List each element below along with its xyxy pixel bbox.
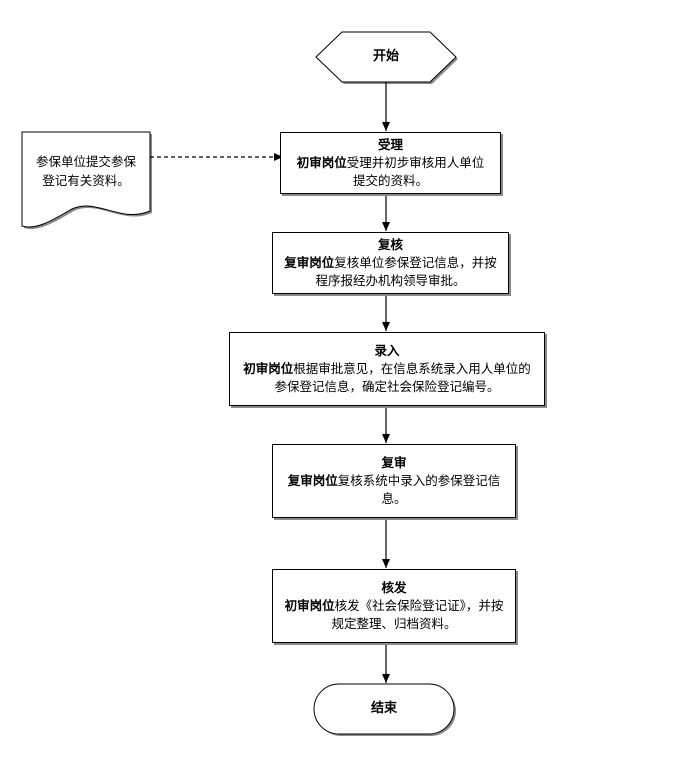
step-accept: 受理 初审岗位受理并初步审核用人单位提交的资料。 [280, 132, 501, 194]
start-node: 开始 [316, 32, 456, 82]
end-node: 结束 [314, 684, 454, 734]
step-recheck-text: 复核系统中录入的参保登记信息。 [337, 473, 501, 506]
step-accept-body: 初审岗位受理并初步审核用人单位提交的资料。 [281, 154, 500, 190]
step-review-body: 复审岗位复核单位参保登记信息，并按程序报经办机构领导审批。 [273, 254, 508, 290]
step-issue-title: 核发 [381, 580, 407, 595]
step-entry: 录入 初审岗位根据审批意见，在信息系统录入用人单位的参保登记信息，确定社会保险登… [229, 332, 545, 406]
step-entry-text: 根据审批意见，在信息系统录入用人单位的参保登记信息，确定社会保险登记编号。 [274, 361, 531, 394]
document-shape [21, 131, 151, 228]
step-review: 复核 复审岗位复核单位参保登记信息，并按程序报经办机构领导审批。 [272, 232, 509, 294]
step-accept-title: 受理 [377, 137, 403, 152]
step-issue-role: 初审岗位 [284, 598, 335, 613]
end-shape [313, 683, 455, 735]
step-recheck-title: 复审 [381, 455, 407, 470]
step-recheck-role: 复审岗位 [287, 473, 338, 488]
step-accept-text: 受理并初步审核用人单位提交的资料。 [346, 155, 485, 188]
step-accept-role: 初审岗位 [296, 155, 347, 170]
step-review-role: 复审岗位 [284, 255, 335, 270]
step-entry-role: 初审岗位 [243, 361, 294, 376]
step-recheck: 复审 复审岗位复核系统中录入的参保登记信息。 [272, 444, 516, 518]
start-label: 开始 [372, 49, 399, 64]
step-recheck-body: 复审岗位复核系统中录入的参保登记信息。 [273, 472, 515, 508]
step-entry-body: 初审岗位根据审批意见，在信息系统录入用人单位的参保登记信息，确定社会保险登记编号… [230, 360, 544, 396]
step-review-title: 复核 [377, 237, 403, 252]
step-entry-title: 录入 [374, 343, 400, 358]
step-issue-body: 初审岗位核发《社会保险登记证》，并按规定整理、归档资料。 [273, 597, 515, 633]
document-node: 参保单位提交参保登记有关资料。 [30, 140, 142, 202]
step-issue-text: 核发《社会保险登记证》，并按规定整理、归档资料。 [331, 598, 504, 631]
end-label: 结束 [370, 701, 397, 716]
start-shape-outline [315, 31, 457, 83]
step-issue: 核发 初审岗位核发《社会保险登记证》，并按规定整理、归档资料。 [272, 569, 516, 643]
step-review-text: 复核单位参保登记信息，并按程序报经办机构领导审批。 [315, 255, 497, 288]
document-text: 参保单位提交参保登记有关资料。 [35, 154, 136, 188]
